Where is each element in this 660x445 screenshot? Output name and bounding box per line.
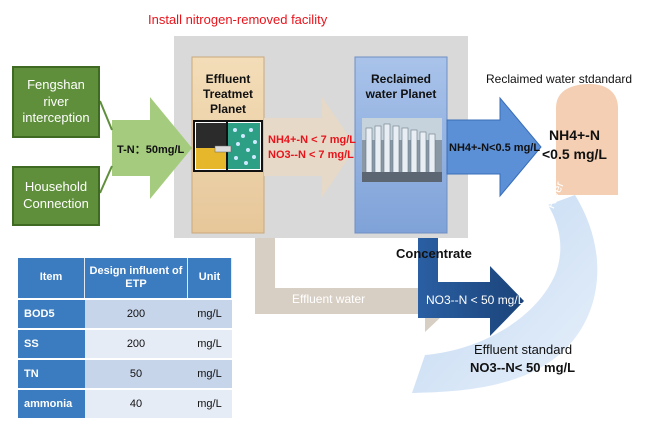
reclaimed-standard-shape (556, 84, 618, 195)
table-cell-unit: mg/L (187, 298, 232, 329)
etp-output-no3: NO3--N < 7 mg/L (268, 149, 354, 161)
effluent-water-arrow (255, 238, 458, 332)
table-row: SS 200 mg/L (18, 328, 232, 359)
etp-output-nh4: NH4+-N < 7 mg/L (268, 134, 357, 146)
table-cell-item: ammonia (18, 388, 85, 418)
table-header-unit: Unit (187, 258, 232, 299)
influent-arrow (112, 97, 192, 199)
reclaimed-standard-nh4: NH4+-N (549, 127, 600, 143)
table-cell-item: SS (18, 328, 85, 359)
rwp-output-arrow (446, 96, 542, 198)
source-household-connection: Household Connection (12, 166, 100, 226)
facility-title: Install nitrogen-removed facility (148, 12, 328, 27)
effluent-standard-value: NO3--N< 50 mg/L (470, 360, 576, 375)
reclaimed-standard-limit: <0.5 mg/L (542, 146, 607, 162)
table-cell-unit: mg/L (187, 388, 232, 418)
concentrate-arrow (418, 238, 524, 336)
table-cell-unit: mg/L (187, 328, 232, 359)
rwp-membrane-image (362, 118, 442, 182)
table-cell-value: 200 (84, 298, 188, 329)
source-fengshan-river: Fengshan river interception (12, 66, 100, 138)
influent-tn-label: T-N：50mg/L (117, 144, 185, 156)
table-cell-unit: mg/L (187, 358, 232, 389)
table-cell-item: BOD5 (18, 298, 85, 329)
table-row: TN 50 mg/L (18, 358, 232, 389)
etp-tank-icon (193, 120, 263, 172)
concentrate-no3-label: NO3--N < 50 mg/L (426, 293, 525, 307)
table-cell-value: 40 (84, 388, 188, 418)
reclaimed-standard-heading: Reclaimed water stdandard (486, 72, 633, 86)
rwp-title: Reclaimed water Planet (365, 72, 437, 101)
table-cell-value: 50 (84, 358, 188, 389)
rwp-output-label: NH4+-N<0.5 mg/L (449, 142, 541, 154)
table-header-item: Item (18, 258, 85, 299)
etp-to-rwp-arrow (264, 97, 356, 197)
table-row: ammonia 40 mg/L (18, 388, 232, 418)
design-influent-table: Item Design influent of ETP Unit BOD5 20… (18, 258, 232, 418)
fengshan-river-band (412, 195, 598, 393)
etp-title: Effluent Treatmet Planet (202, 72, 254, 116)
table-row: BOD5 200 mg/L (18, 298, 232, 329)
table-header-row: Item Design influent of ETP Unit (18, 258, 232, 299)
concentrate-label: Concentrate (396, 246, 472, 261)
table-header-design: Design influent of ETP (84, 258, 188, 299)
effluent-water-label: Effluent water (292, 292, 366, 306)
effluent-standard-heading: Effluent standard (474, 342, 573, 357)
table-cell-value: 200 (84, 328, 188, 359)
table-cell-item: TN (18, 358, 85, 389)
